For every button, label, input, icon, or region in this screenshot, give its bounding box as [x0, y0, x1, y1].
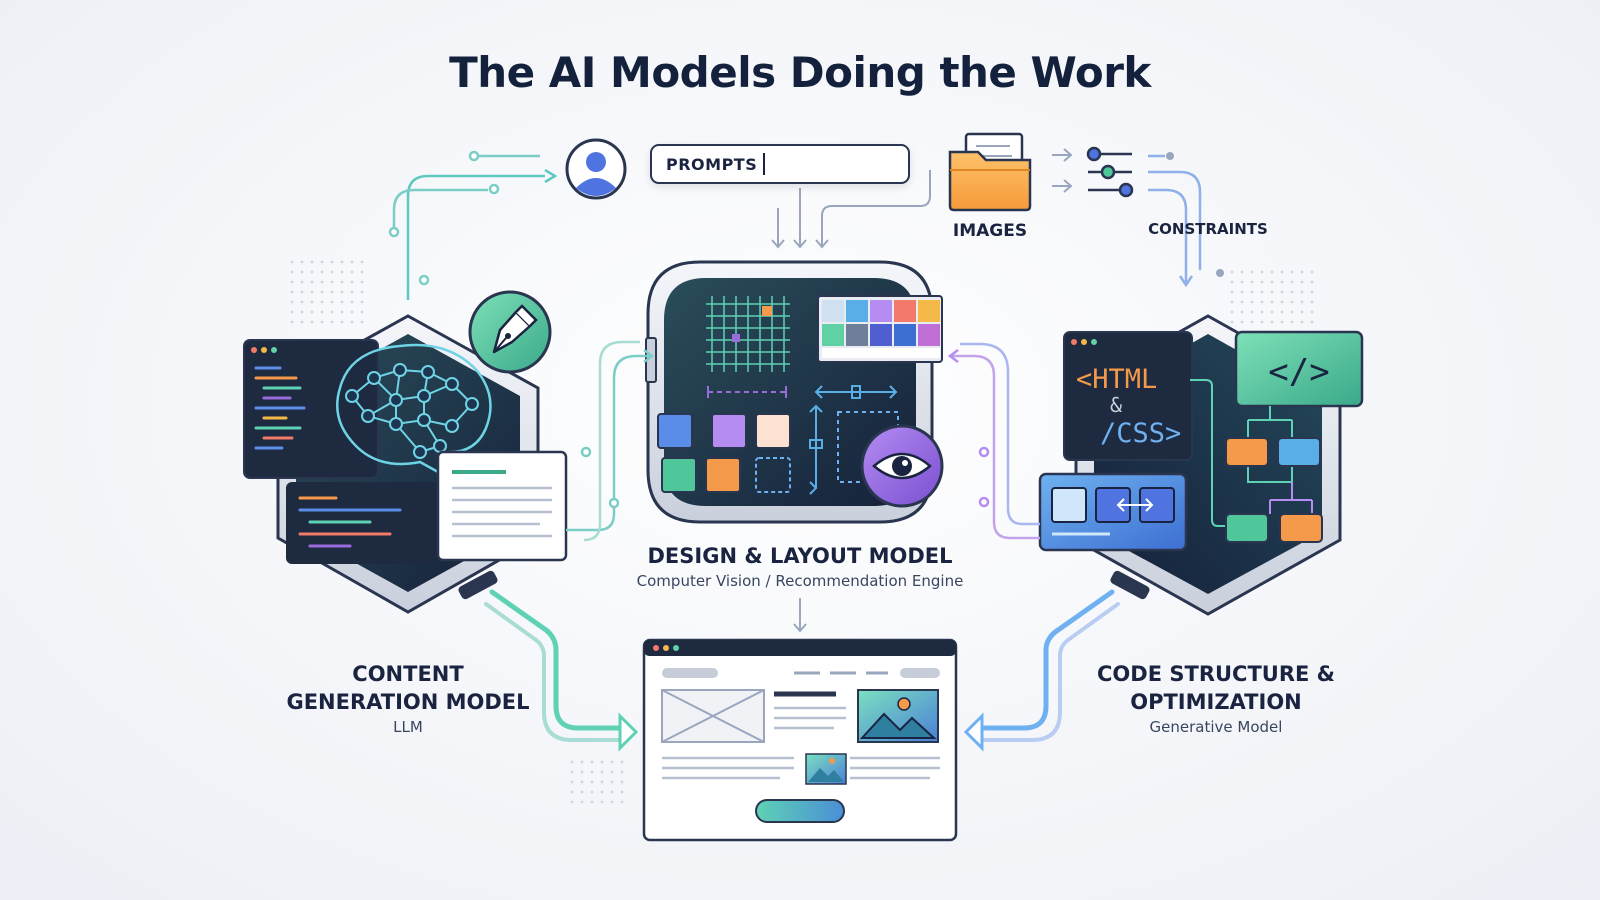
html-css-window: <HTML & /CSS> [1063, 331, 1193, 461]
content-model-title: CONTENT GENERATION MODEL [258, 660, 558, 716]
connector-left-to-design [566, 340, 655, 542]
content-model-title-line1: CONTENT [352, 662, 464, 686]
code-model-title-line2: OPTIMIZATION [1130, 690, 1302, 714]
document-card [436, 450, 568, 562]
structure-tree [1190, 379, 1323, 543]
connector-images-sliders [1052, 148, 1073, 193]
prompts-input[interactable]: PROMPTS [650, 144, 910, 184]
connector-top-left [388, 150, 558, 300]
code-lines-lower [286, 482, 442, 564]
connector-right-to-design [947, 342, 1040, 540]
component-card [1038, 472, 1188, 552]
code-structure-module: <HTML & /CSS> </> [1038, 314, 1364, 616]
dot-pattern [286, 255, 366, 325]
code-model-subtitle: Generative Model [1149, 718, 1283, 736]
brain-icon [336, 343, 492, 474]
content-model-subtitle: LLM [393, 718, 423, 736]
connector-code-to-page [963, 589, 1120, 752]
dot-pattern [570, 755, 630, 810]
css-tag-text: /CSS> [1100, 418, 1181, 449]
content-generation-module [243, 290, 568, 614]
user-icon [565, 138, 627, 200]
dot-pattern [1230, 265, 1320, 325]
connector-design-to-page [793, 598, 807, 633]
prompts-label: PROMPTS [666, 155, 758, 174]
constraints-label: CONSTRAINTS [1148, 220, 1268, 238]
folder-icon [948, 132, 1032, 212]
image-icon [805, 753, 847, 785]
design-model-title: DESIGN & LAYOUT MODEL [647, 544, 953, 568]
cta-button [755, 799, 845, 823]
spacing-guides [707, 386, 787, 398]
design-layout-module [645, 260, 944, 524]
ampersand-text: & [1110, 393, 1122, 417]
code-model-title-line1: CODE STRUCTURE & [1097, 662, 1335, 686]
sliders-icon [1086, 146, 1134, 198]
html-tag-text: <HTML [1076, 364, 1157, 395]
color-palette [817, 295, 943, 363]
connector-top-right [1148, 152, 1224, 288]
code-icon: </> [1234, 330, 1364, 408]
connector-prompts-down [771, 170, 931, 249]
eye-icon [860, 424, 944, 508]
content-model-title-line2: GENERATION MODEL [286, 690, 530, 714]
layout-blocks [657, 413, 791, 493]
image-icon [857, 689, 939, 743]
code-tag-text: </> [1268, 352, 1329, 392]
text-caret [763, 153, 765, 175]
output-webpage [642, 638, 958, 842]
layout-grid [706, 296, 790, 372]
page-title: The AI Models Doing the Work [449, 48, 1151, 97]
pen-icon [468, 290, 552, 374]
design-model-subtitle: Computer Vision / Recommendation Engine [636, 572, 964, 590]
images-label: IMAGES [953, 221, 1027, 241]
connector-content-to-page [484, 589, 639, 752]
code-model-title: CODE STRUCTURE & OPTIMIZATION [1056, 660, 1376, 716]
